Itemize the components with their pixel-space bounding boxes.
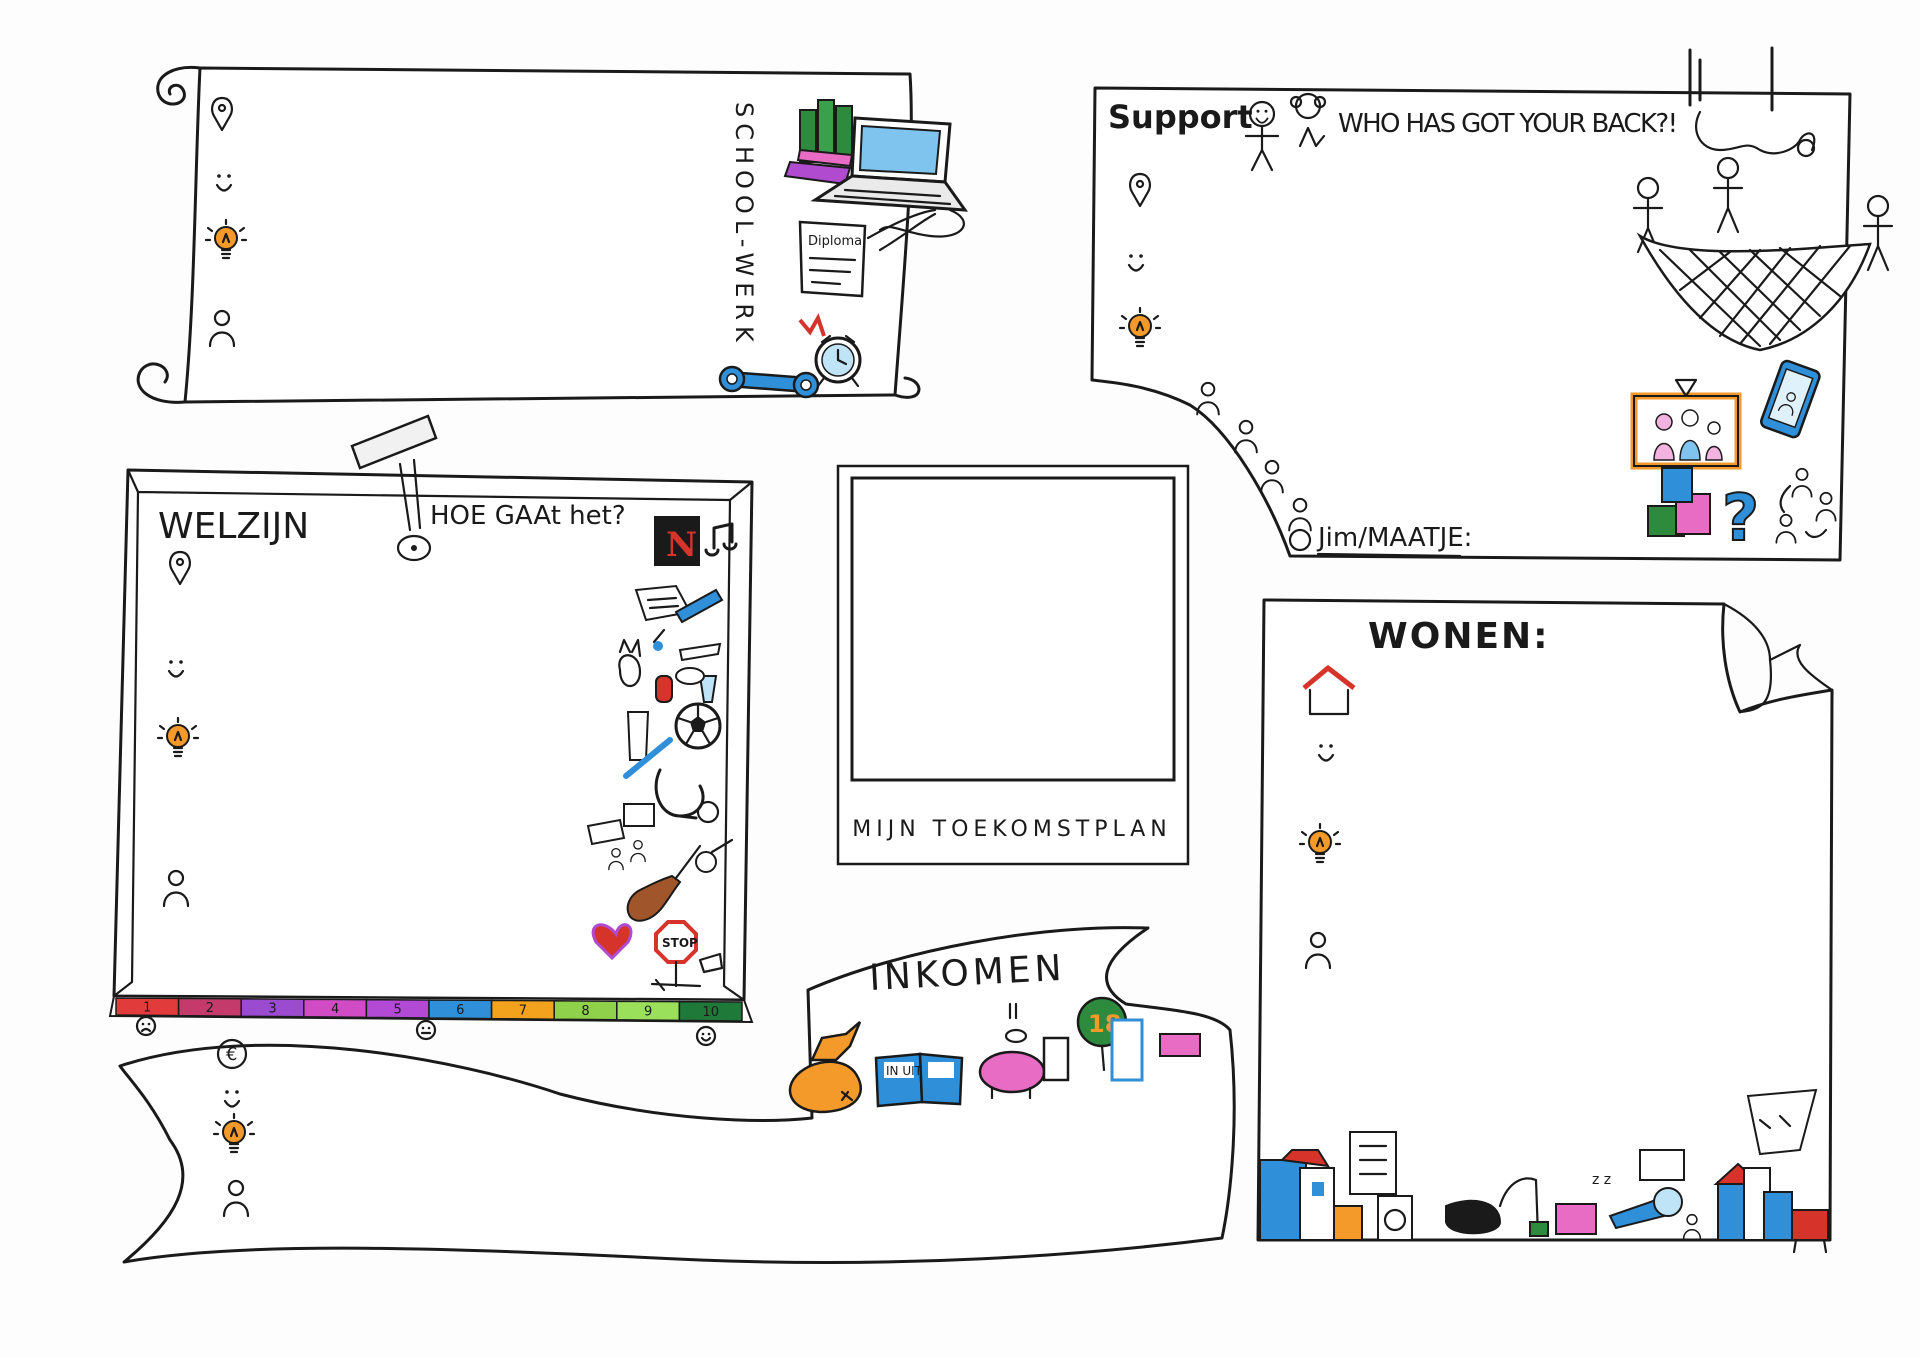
blocks-icon bbox=[1647, 467, 1711, 537]
scale-label-5: 5 bbox=[394, 1003, 402, 1018]
people-exchange-icon bbox=[1775, 467, 1837, 544]
neutral-face-icon bbox=[415, 1019, 437, 1041]
tablet-icon bbox=[1042, 1036, 1070, 1082]
vacuum-icon bbox=[1445, 1199, 1502, 1235]
buddy-underline bbox=[1316, 552, 1462, 558]
question-bubble-icon bbox=[1288, 528, 1312, 552]
photo-frame-icon bbox=[1639, 1149, 1685, 1181]
netflix-icon: N bbox=[654, 516, 700, 566]
ticket-icon bbox=[586, 818, 626, 846]
scale-label-1: 1 bbox=[143, 1001, 151, 1016]
wrench-icon bbox=[718, 365, 820, 399]
phone-icon bbox=[1760, 359, 1821, 439]
cord-knot bbox=[1796, 138, 1816, 158]
signpost-icon bbox=[350, 414, 438, 562]
family-portrait-icon bbox=[1630, 378, 1742, 470]
id-card-icon bbox=[1110, 1018, 1144, 1082]
svg-text:STOP: STOP bbox=[662, 936, 698, 950]
health-icons-column: STOP bbox=[586, 584, 734, 992]
wonen-title: WONEN: bbox=[1368, 616, 1550, 657]
house-icon bbox=[1302, 665, 1356, 716]
piggy-bank-icon bbox=[978, 1002, 1054, 1100]
toekomstplan-title: MIJN TOEKOMSTPLAN bbox=[852, 817, 1172, 842]
welzijn-title: WELZIJN bbox=[158, 506, 309, 547]
welzijn-question: HOE GAAt het? bbox=[430, 501, 626, 531]
stop-sign-icon bbox=[654, 920, 698, 964]
age-18-balloon-icon: 18 bbox=[1076, 996, 1128, 1072]
school-werk-section: SCHOOL-WERK Diploma bbox=[136, 65, 969, 404]
scale-label-9: 9 bbox=[644, 1005, 652, 1020]
stick-figure-icon bbox=[1244, 100, 1280, 172]
happy-face-icon bbox=[695, 1025, 717, 1047]
flag-icon bbox=[1746, 1088, 1818, 1156]
diploma-icon: Diploma bbox=[798, 208, 937, 298]
bank-card-icon bbox=[1159, 1033, 1201, 1057]
scroll-curl-bottom-left bbox=[136, 362, 187, 404]
toekomstplan-section: MIJN TOEKOMSTPLAN bbox=[836, 464, 1190, 866]
scale-label-3: 3 bbox=[268, 1002, 276, 1017]
scroll-curl-top bbox=[156, 65, 202, 106]
svg-text:z z: z z bbox=[1592, 1172, 1611, 1188]
photo-area[interactable] bbox=[850, 476, 1176, 782]
frame-bevel bbox=[112, 468, 754, 1002]
euro-icon: € bbox=[216, 1038, 248, 1070]
violin-icon bbox=[626, 874, 682, 922]
sad-face-icon bbox=[135, 1015, 157, 1037]
support-question: WHO HAS GOT YOUR BACK?! bbox=[1338, 109, 1678, 139]
scale-segment-10[interactable] bbox=[678, 1000, 743, 1022]
in-uit-book-icon: IN UIT bbox=[874, 1052, 964, 1108]
city-skyline: z z bbox=[1259, 1088, 1829, 1254]
scale-label-7: 7 bbox=[519, 1004, 527, 1019]
scale-label-8: 8 bbox=[581, 1004, 589, 1019]
welzijn-section: WELZIJN HOE GAAt het? N bbox=[108, 414, 754, 1047]
inkomen-banner-frame bbox=[118, 926, 1236, 1265]
scale-label-6: 6 bbox=[456, 1003, 464, 1018]
inkomen-section: INKOMEN € IN UIT bbox=[118, 926, 1236, 1265]
tools-icon bbox=[798, 313, 826, 337]
scroll-curl-bottom-right bbox=[893, 376, 921, 399]
money-bag-icon bbox=[788, 1021, 862, 1114]
monkey-icon bbox=[1289, 92, 1327, 148]
support-section: Support WHO HAS GOT YOUR BACK?! bbox=[1090, 46, 1894, 562]
page-curl bbox=[1722, 602, 1834, 714]
wonen-section: WONEN: z z bbox=[1256, 598, 1834, 1254]
support-pillar bbox=[1688, 46, 1774, 112]
school-werk-title: SCHOOL-WERK bbox=[730, 102, 758, 348]
cat-icon bbox=[618, 654, 642, 688]
safety-net-illustration bbox=[1632, 156, 1894, 352]
svg-text:€: € bbox=[226, 1044, 237, 1065]
diploma-label: Diploma bbox=[808, 234, 862, 249]
svg-text:IN UIT: IN UIT bbox=[886, 1064, 923, 1078]
bed-icon bbox=[1555, 1203, 1597, 1235]
cord-doodle bbox=[1694, 110, 1816, 155]
stethoscope-icon bbox=[654, 768, 705, 820]
scale-label-10: 10 bbox=[702, 1005, 719, 1020]
heart-icon bbox=[591, 923, 633, 961]
buddy-label: Jim/MAATJE: bbox=[1316, 523, 1472, 553]
scale-segments: 1 2 3 4 5 6 7 8 9 10 bbox=[115, 997, 743, 1022]
wonen-frame bbox=[1256, 598, 1834, 1242]
alarm-clock-icon bbox=[814, 334, 862, 388]
scale-label-4: 4 bbox=[331, 1002, 339, 1017]
mood-scale: 1 2 3 4 5 6 7 8 9 10 bbox=[108, 994, 754, 1047]
music-note-icon bbox=[704, 522, 738, 557]
laptop-icon bbox=[810, 116, 969, 212]
svg-text:N: N bbox=[666, 525, 697, 565]
scale-label-2: 2 bbox=[206, 1001, 214, 1016]
support-title: Support bbox=[1108, 98, 1253, 136]
question-mark-icon: ? bbox=[1722, 482, 1759, 556]
mouse-cable bbox=[878, 208, 965, 238]
